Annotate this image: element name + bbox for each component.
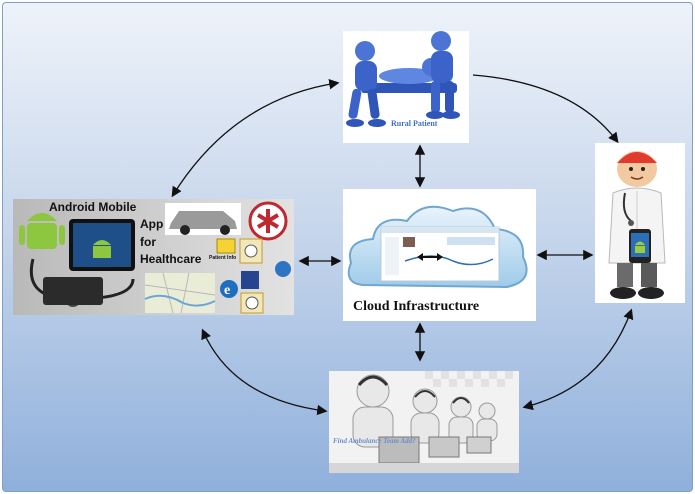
call-center-panel: Find Ambulance Team Add? bbox=[329, 371, 519, 473]
rural-patient-label: Rural Patient bbox=[391, 119, 438, 128]
call-center-label: Find Ambulance Team Add? bbox=[333, 437, 416, 445]
suv-car-icon bbox=[165, 203, 241, 235]
android-app-title: Android Mobile bbox=[49, 200, 137, 214]
arrow-rural-android bbox=[171, 79, 340, 198]
android-app-panel: e Android Mobile App for Healthcare Pati… bbox=[13, 199, 294, 315]
stretcher-figures-icon bbox=[346, 31, 460, 127]
arrow-call-doctor bbox=[522, 308, 634, 411]
android-app-line-for: for bbox=[140, 235, 156, 249]
android-app-line-healthcare: Healthcare bbox=[140, 252, 202, 266]
android-app-line-app: App bbox=[140, 217, 164, 231]
call-center-figures-icon bbox=[329, 371, 519, 473]
cloud-icon bbox=[347, 205, 528, 289]
doctor-panel bbox=[595, 143, 685, 303]
arrow-android-call bbox=[201, 328, 328, 416]
android-app-illustration: e bbox=[19, 201, 291, 314]
arrow-rural-to-doctor bbox=[472, 74, 619, 144]
doctor-figure-icon bbox=[608, 151, 666, 299]
android-tablet-icon bbox=[69, 219, 135, 271]
cloud-panel: Cloud Infrastructure bbox=[343, 189, 536, 321]
map-icon bbox=[144, 272, 216, 314]
emergency-seal-icon bbox=[248, 201, 288, 241]
rural-patient-panel: Rural Patient bbox=[343, 31, 469, 143]
android-robot-icon bbox=[19, 213, 65, 249]
svg-text:e: e bbox=[224, 283, 230, 298]
patient-info-label: Patient Info bbox=[209, 255, 237, 261]
cloud-infrastructure-label: Cloud Infrastructure bbox=[353, 299, 480, 314]
